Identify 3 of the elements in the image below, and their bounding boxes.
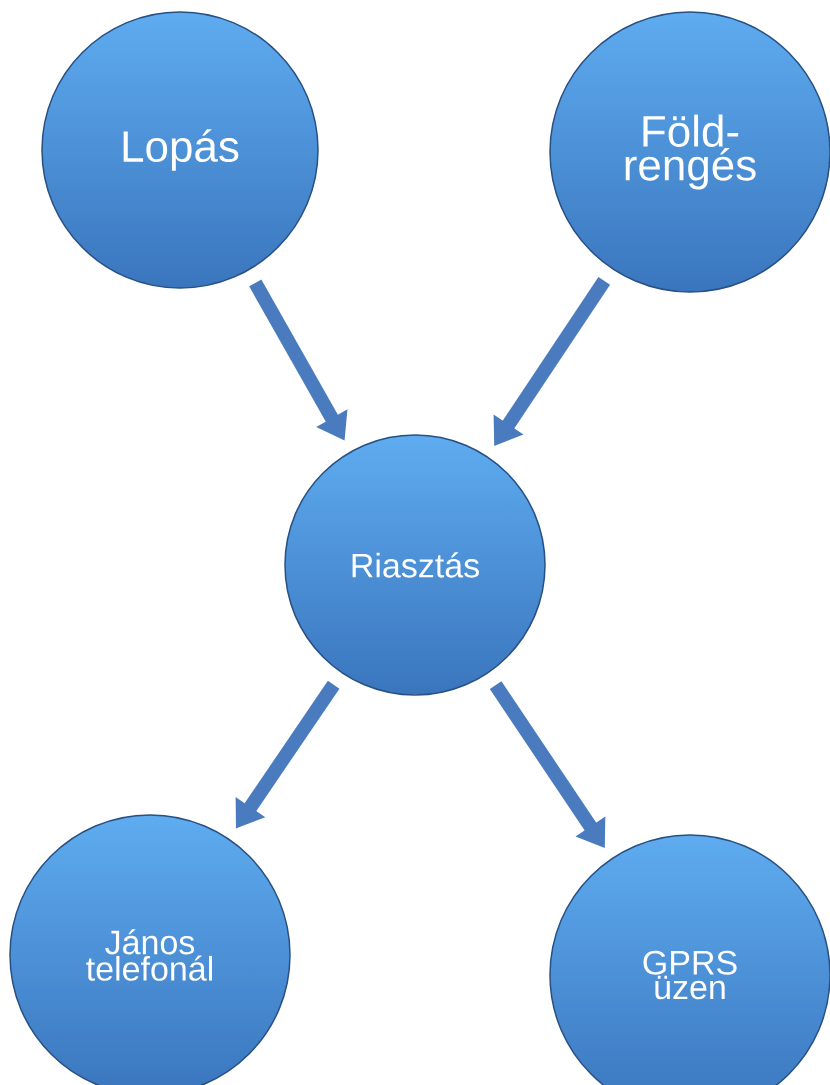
circle-node: Lopás <box>41 11 319 289</box>
circle-node: Föld- rengés <box>549 11 830 293</box>
circle-node: Riasztás <box>284 434 546 696</box>
